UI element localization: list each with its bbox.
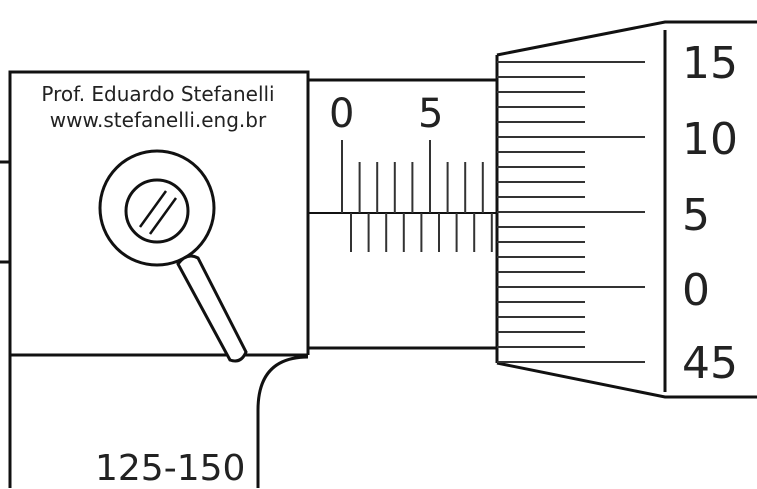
website-credit: www.stefanelli.eng.br — [49, 108, 267, 132]
thimble-number-5: 5 — [682, 190, 710, 241]
author-credit: Prof. Eduardo Stefanelli — [41, 82, 275, 106]
thimble-number-0: 0 — [682, 265, 710, 316]
frame-body — [8, 70, 310, 488]
thimble-number-45: 45 — [682, 338, 738, 389]
thimble-number-15: 15 — [682, 38, 738, 89]
sleeve-number-5: 5 — [418, 91, 444, 137]
thimble-number-10: 10 — [682, 114, 738, 165]
lock-screw-icon — [98, 149, 216, 267]
sleeve-number-0: 0 — [329, 91, 355, 137]
lock-lever-icon — [176, 254, 248, 363]
thimble-bottom-bevel — [496, 361, 757, 399]
sleeve-scale — [341, 140, 493, 252]
thimble-scale — [497, 61, 645, 363]
thimble-top-bevel — [496, 20, 757, 57]
frame-curve — [256, 355, 309, 488]
range-label: 125-150 — [95, 448, 246, 489]
